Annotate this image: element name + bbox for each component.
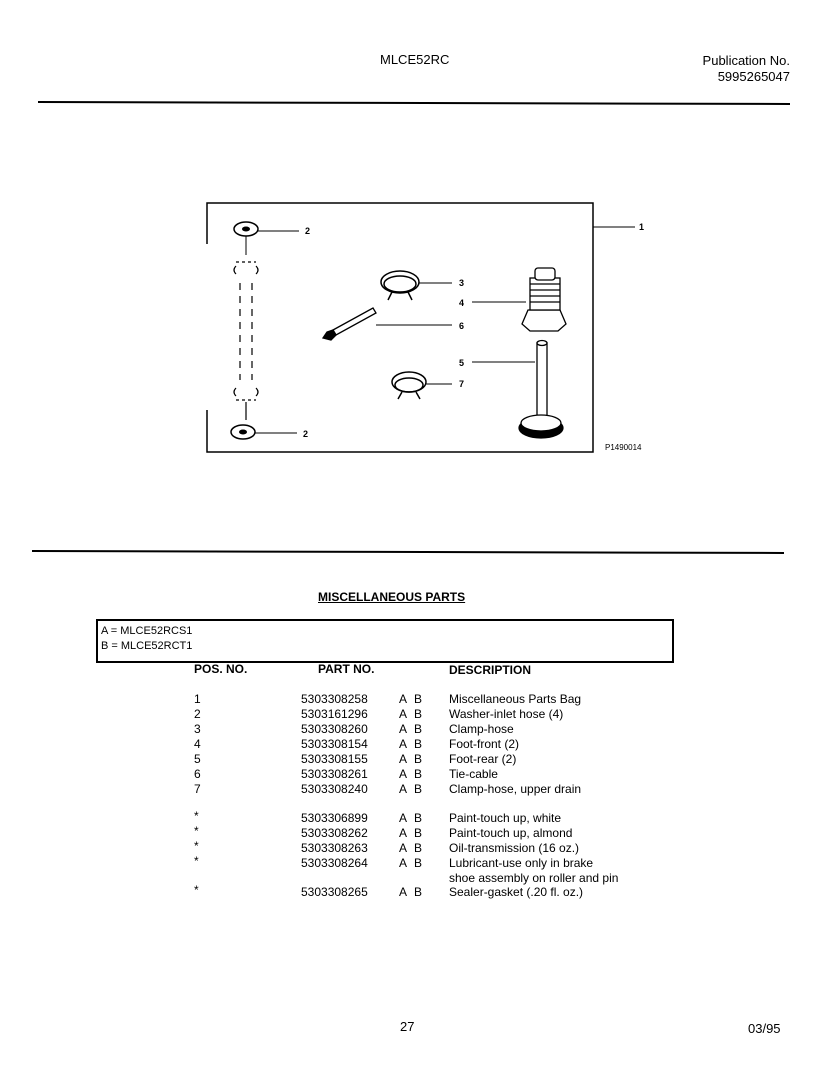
col-header-pos: POS. NO. [194, 662, 248, 676]
row-description: Paint-touch up, white [449, 811, 562, 825]
row-pos: 1 [194, 692, 201, 706]
row-pos: * [194, 824, 199, 838]
row-pos: 5 [194, 752, 201, 766]
row-model-b: B [414, 692, 423, 706]
row-part-number: 5303308261 [301, 767, 368, 781]
row-part-number: 5303308263 [301, 841, 368, 855]
row-model-a: A [399, 752, 408, 766]
washer-upper-icon [233, 221, 299, 255]
washer-lower-icon [230, 424, 297, 440]
row-description: Foot-rear (2) [449, 752, 517, 766]
row-description: Washer-inlet hose (4) [449, 707, 564, 721]
row-part-number: 5303161296 [301, 707, 368, 721]
row-pos: 7 [194, 782, 201, 796]
callout-7: 7 [459, 379, 464, 389]
row-description: Clamp-hose, upper drain [449, 782, 582, 796]
row-pos: 3 [194, 722, 201, 736]
row-part-number: 5303308258 [301, 692, 368, 706]
row-description: Tie-cable [449, 767, 498, 781]
callout-4: 4 [459, 298, 464, 308]
clamp-hose-icon [380, 270, 452, 301]
row-model-b: B [414, 841, 423, 855]
publication-label: Publication No. [702, 53, 790, 68]
parts-diagram: 1 2 3 4 6 5 7 2 P1490014 [206, 202, 644, 453]
model-legend-a: A = MLCE52RCS1 [101, 625, 193, 637]
row-pos: 2 [194, 707, 201, 721]
row-part-number: 5303308240 [301, 782, 368, 796]
clamp-drain-icon [391, 371, 452, 400]
row-description: Paint-touch up, almond [449, 826, 573, 840]
model-legend-b: B = MLCE52RCT1 [101, 640, 193, 652]
figure-id: P1490014 [605, 443, 642, 452]
inlet-hose-icon [233, 261, 259, 420]
row-model-b: B [414, 737, 423, 751]
row-model-a: A [399, 811, 408, 825]
callout-2-lower: 2 [303, 429, 308, 439]
row-part-number: 5303308265 [301, 885, 368, 899]
row-pos: * [194, 809, 199, 823]
row-model-b: B [414, 767, 423, 781]
model-number: MLCE52RC [380, 52, 450, 67]
diagram-bracket [206, 202, 594, 453]
row-part-number: 5303308155 [301, 752, 368, 766]
publication-number: 5995265047 [717, 69, 790, 84]
row-model-a: A [399, 692, 408, 706]
footer-date: 03/95 [748, 1021, 781, 1036]
row-model-a: A [399, 841, 408, 855]
row-model-b: B [414, 856, 423, 870]
row-description: Foot-front (2) [449, 737, 520, 751]
row-model-a: A [399, 856, 408, 870]
row-model-b: B [414, 826, 423, 840]
row-part-number: 5303308262 [301, 826, 368, 840]
row-model-a: A [399, 722, 408, 736]
col-header-desc: DESCRIPTION [449, 663, 532, 677]
row-model-a: A [399, 885, 408, 899]
section-title: MISCELLANEOUS PARTS [318, 590, 466, 604]
row-model-b: B [414, 707, 423, 721]
foot-front-icon [472, 267, 567, 332]
row-pos: * [194, 854, 199, 868]
row-pos: 4 [194, 737, 201, 751]
row-model-b: B [414, 722, 423, 736]
row-model-b: B [414, 782, 423, 796]
row-model-b: B [414, 752, 423, 766]
foot-rear-icon [472, 339, 564, 439]
row-description-cont: shoe assembly on roller and pin [449, 871, 619, 885]
col-header-part: PART NO. [318, 662, 375, 676]
row-part-number: 5303308154 [301, 737, 368, 751]
row-model-a: A [399, 767, 408, 781]
callout-6: 6 [459, 321, 464, 331]
row-pos: 6 [194, 767, 201, 781]
row-description: Sealer-gasket (.20 fl. oz.) [449, 885, 584, 899]
row-part-number: 5303308264 [301, 856, 368, 870]
row-part-number: 5303306899 [301, 811, 368, 825]
row-description: Clamp-hose [449, 722, 514, 736]
row-model-a: A [399, 782, 408, 796]
row-description: Miscellaneous Parts Bag [449, 692, 582, 706]
row-model-a: A [399, 737, 408, 751]
tie-cable-icon [321, 307, 452, 341]
row-model-a: A [399, 826, 408, 840]
row-pos: * [194, 883, 199, 897]
callout-5: 5 [459, 358, 464, 368]
row-description: Lubricant-use only in brake [449, 856, 594, 870]
callout-3: 3 [459, 278, 464, 288]
row-pos: * [194, 839, 199, 853]
page-number: 27 [400, 1019, 415, 1034]
row-model-a: A [399, 707, 408, 721]
callout-1: 1 [639, 222, 644, 232]
callout-2-upper: 2 [305, 226, 310, 236]
row-description: Oil-transmission (16 oz.) [449, 841, 580, 855]
model-legend-box [96, 619, 674, 663]
row-part-number: 5303308260 [301, 722, 368, 736]
row-model-b: B [414, 811, 423, 825]
row-model-b: B [414, 885, 423, 899]
